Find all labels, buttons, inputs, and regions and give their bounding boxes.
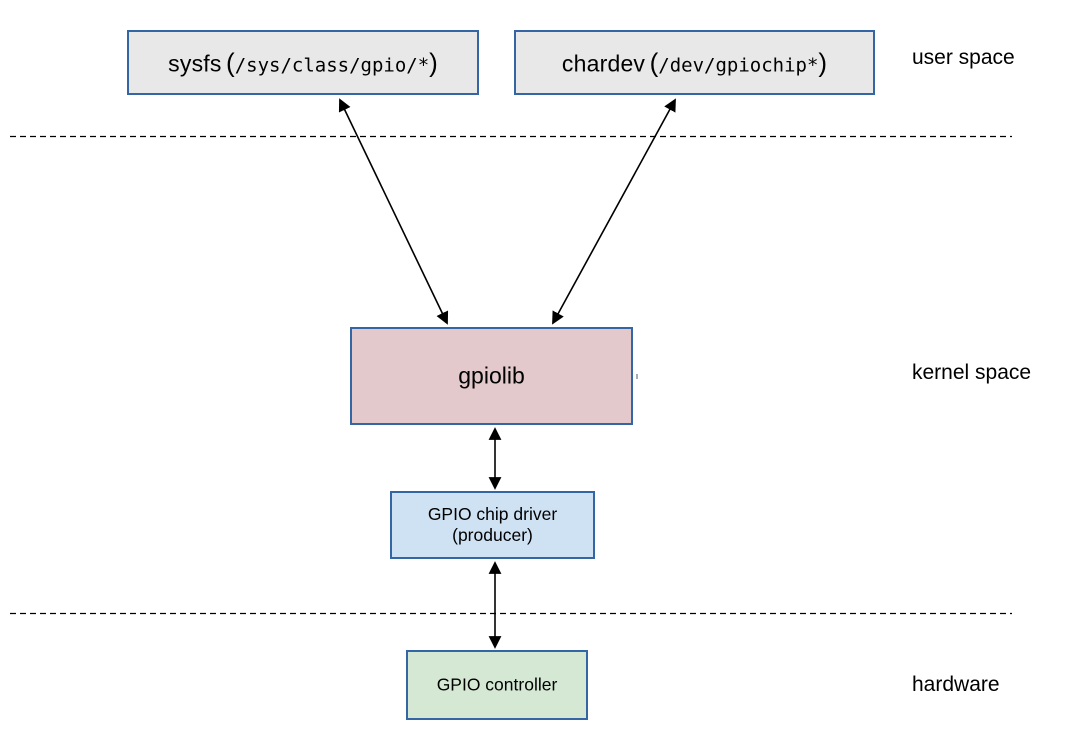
chardev-box: chardev (/dev/gpiochip*) [514,30,875,95]
sysfs-box-label: sysfs (/sys/class/gpio/*) [129,47,477,78]
gpio-chip-driver-line2: (producer) [452,525,533,545]
kernel-space-zone-label: kernel space [912,361,1032,384]
chardev-open-paren: ( [649,47,659,77]
gpio-chip-driver-line1: GPIO chip driver [427,504,558,524]
arrow-sysfs-gpiolib [338,98,449,325]
gpio-controller-box-label: GPIO controller [436,674,558,695]
sysfs-path: /sys/class/gpio/* [234,54,430,76]
user-space-zone-label: user space [912,46,1015,69]
hardware-zone-label: hardware [912,673,1000,696]
chardev-name: chardev [561,50,646,76]
sysfs-open-paren: ( [226,47,235,77]
gpio-chip-driver-box-label: GPIO chip driver (producer) [392,504,593,546]
gpio-controller-box: GPIO controller [406,650,588,720]
chardev-close-paren: ) [818,47,828,77]
arrow-chardev-gpiolib [552,98,676,325]
stray-mark-artifact [636,374,638,379]
chardev-box-label: chardev (/dev/gpiochip*) [516,47,873,78]
sysfs-name: sysfs [168,50,222,76]
gpiolib-box: gpiolib [350,327,633,425]
gpio-chip-driver-box: GPIO chip driver (producer) [390,491,595,559]
chardev-path: /dev/gpiochip* [658,54,819,76]
gpiolib-box-label: gpiolib [458,362,525,389]
sysfs-close-paren: ) [429,47,438,77]
sysfs-box: sysfs (/sys/class/gpio/*) [127,30,479,95]
